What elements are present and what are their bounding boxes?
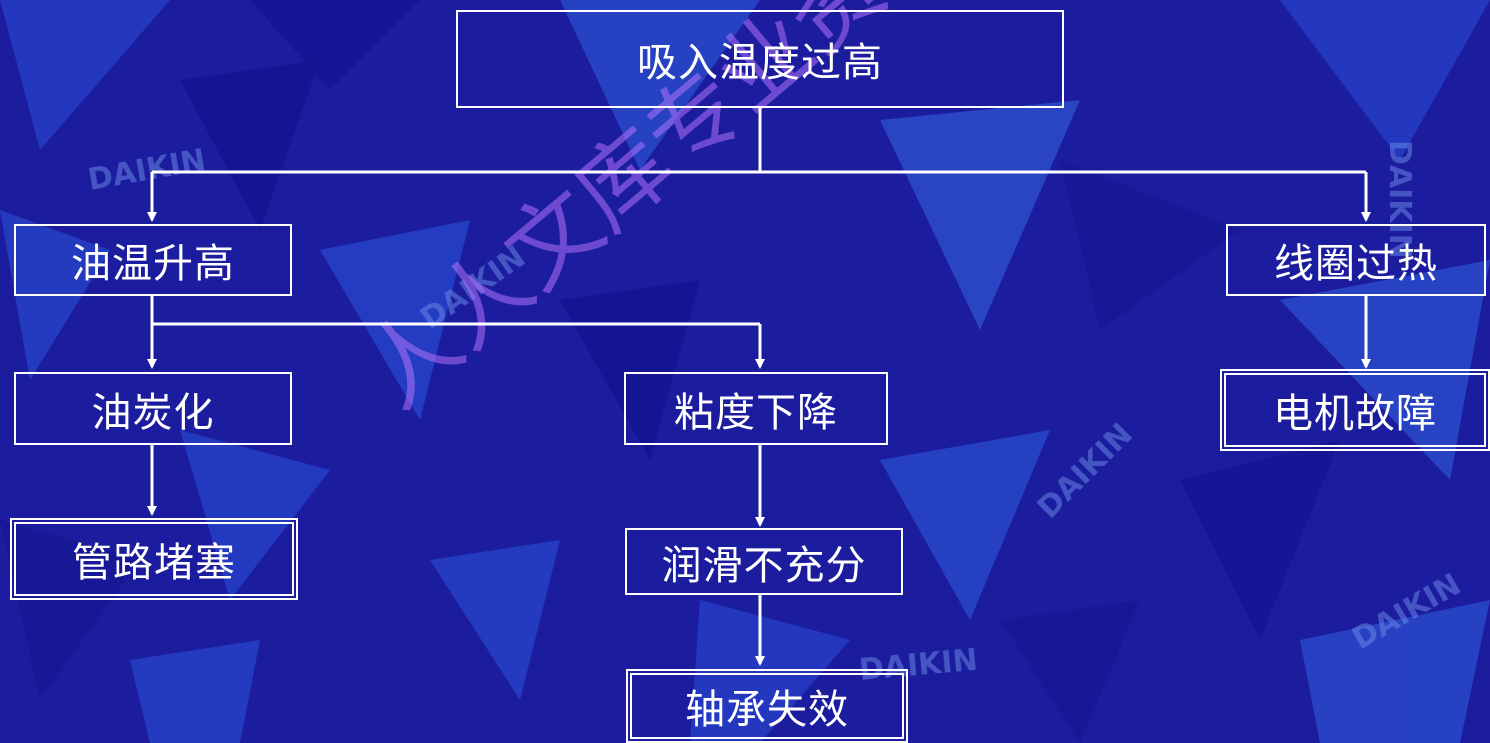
node-pipe-blocked: 管路堵塞 — [10, 518, 298, 600]
node-motor-fault: 电机故障 — [1220, 369, 1490, 451]
node-oil-temp-rise: 油温升高 — [14, 224, 292, 296]
node-root: 吸入温度过高 — [456, 10, 1064, 108]
node-bearing-failure: 轴承失效 — [626, 669, 908, 743]
node-oil-carbonize: 油炭化 — [14, 372, 292, 445]
node-coil-overheat: 线圈过热 — [1226, 224, 1486, 296]
node-insufficient-lubrication: 润滑不充分 — [625, 528, 903, 595]
logo-mark: DAIKIN — [1382, 140, 1417, 259]
node-viscosity-drop: 粘度下降 — [624, 372, 888, 445]
